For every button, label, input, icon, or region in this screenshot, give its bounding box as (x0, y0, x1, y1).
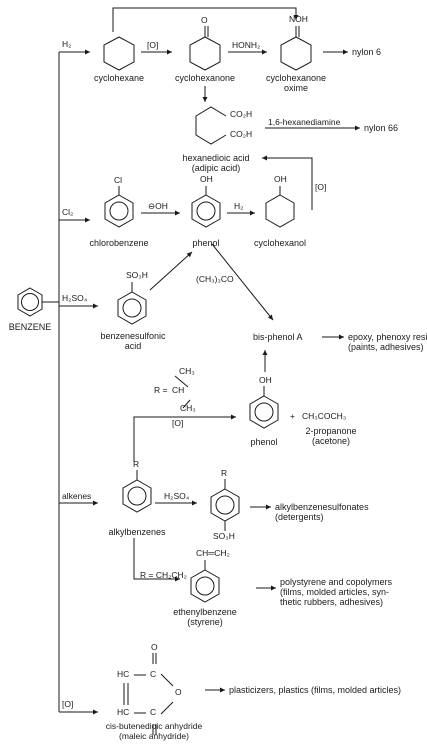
benzenesulfonic-label: benzenesulfonic acid (100, 331, 166, 351)
chlorobenzene-ring (104, 186, 134, 228)
hexanediamine-reagent: 1,6-hexanediamine (268, 117, 341, 127)
benzene-label: BENZENE (8, 322, 52, 332)
maleic-o-ring: O (175, 687, 182, 697)
alkylbenzenes-label: alkylbenzenes (108, 527, 166, 537)
isopropyl-ch: CH (172, 385, 185, 395)
bisphenol-label: bis-phenol A (253, 332, 303, 342)
maleic-label: cis-butenedioic anhydride (maleic anhydr… (105, 721, 203, 741)
adipic-acid-label: hexanedioic acid (adipic acid) (182, 153, 250, 173)
h2-reagent: H₂ (62, 39, 72, 49)
cyclohexanol-oh: OH (274, 174, 287, 184)
acetone-label: 2-propanone (acetone) (305, 426, 357, 446)
isopropyl-ch3-top: CH₃ (179, 366, 195, 376)
oxidation-reagent-1: [O] (147, 40, 159, 50)
sulfonic-so3h: SO₃H (126, 270, 148, 280)
isopropyl-ch3-bottom: CH₃ (180, 403, 196, 413)
alkenes-reagent: alkenes (62, 491, 92, 501)
alkylbenzene-ring (122, 470, 152, 513)
ethylene-arrow (133, 538, 180, 582)
maleic-c-bottom: C (150, 707, 157, 717)
acetone-formula: CH₃COCH₃ (302, 411, 347, 421)
bypass-arrow (112, 7, 299, 32)
benzenesulfonic-ring (117, 282, 147, 325)
alkyl-r: R (133, 459, 140, 469)
maleic-hc-bottom: HC (117, 707, 130, 717)
maleic-anhydride-ring (123, 653, 174, 735)
styrene-ring (190, 560, 220, 603)
phenol2-oh: OH (259, 375, 272, 385)
maleic-c-top: C (150, 669, 157, 679)
cumene-arrow (133, 414, 236, 462)
hydroxide-reagent: ⊖OH (148, 201, 168, 211)
styrene-vinyl: CH═CH₂ (196, 548, 230, 558)
oxidation-reagent-3: [O] (62, 699, 74, 709)
sulfonate-so3h: SO₃H (213, 531, 235, 541)
cyclohexanol-label: cyclohexanol (253, 238, 307, 248)
nylon66-product: nylon 66 (364, 123, 399, 133)
oxidation-reagent-2: [O] (315, 182, 327, 192)
plus-sign: + (290, 411, 295, 421)
benzene-ring (17, 287, 43, 317)
cl2-reagent: Cl₂ (62, 207, 74, 217)
isopropyl-bond-bottom (182, 399, 191, 409)
cyclohexanol-ring (265, 186, 295, 228)
tert-butyl-reagent: (CH₃)₃CO (196, 274, 234, 284)
h2-phenol-reagent: H₂ (234, 201, 244, 211)
styrene-label: ethenylbenzene (styrene) (173, 607, 237, 627)
sulfonic-to-phenol-arrow (149, 251, 193, 291)
phenol-ring (191, 186, 221, 228)
phenol2-label: phenol (250, 437, 278, 447)
alkylsulfonate-ring (210, 479, 240, 531)
oxime-noh: NOH (289, 14, 308, 24)
oxidation-reagent-cumene: [O] (172, 418, 184, 428)
phenol-oh: OH (200, 174, 213, 184)
ethylene-reagent: R = CH₂CH₂ (140, 570, 187, 580)
ketone-oxygen: O (201, 15, 208, 25)
adipic-chain (195, 106, 227, 145)
cyclohexane-label: cyclohexane (93, 73, 145, 83)
cyclohexanone-ring (189, 36, 221, 71)
cyclohexane-ring (103, 36, 135, 71)
oxidation-arrow-2 (262, 155, 313, 210)
oxime-label: cyclohexanone oxime (265, 73, 327, 93)
phenol-to-bisphenol-arrow (211, 243, 274, 321)
isopropyl-bond-top (174, 375, 189, 388)
chloro-cl: Cl (114, 175, 123, 185)
maleic-o-top: O (151, 642, 158, 652)
chlorobenzene-label: chlorobenzene (89, 238, 149, 248)
plasticizers-product: plasticizers, plastics (films, molded ar… (229, 685, 402, 695)
adipic-co2h-1: CO₂H (230, 109, 253, 119)
cyclohexanone-label: cyclohexanone (174, 73, 236, 83)
epoxy-product: epoxy, phenoxy resins (paints, adhesives… (348, 332, 427, 352)
maleic-hc-top: HC (117, 669, 130, 679)
sulfonate-r: R (221, 468, 228, 478)
phenol-label: phenol (192, 238, 220, 248)
h2so4-reagent-2: H₂SO₄ (164, 491, 190, 501)
oxime-ring (280, 36, 312, 71)
h2so4-reagent-1: H₂SO₄ (62, 293, 88, 303)
alkylsulfonates-product: alkylbenzenesulfonates (detergents) (275, 502, 369, 522)
polystyrene-product: polystyrene and copolymers (films, molde… (280, 577, 393, 607)
nylon6-product: nylon 6 (352, 47, 382, 57)
isopropyl-r: R = (154, 385, 168, 395)
adipic-co2h-2: CO₂H (230, 129, 253, 139)
phenol2-ring (249, 386, 279, 429)
hydroxylamine-reagent: HONH₂ (232, 40, 261, 50)
